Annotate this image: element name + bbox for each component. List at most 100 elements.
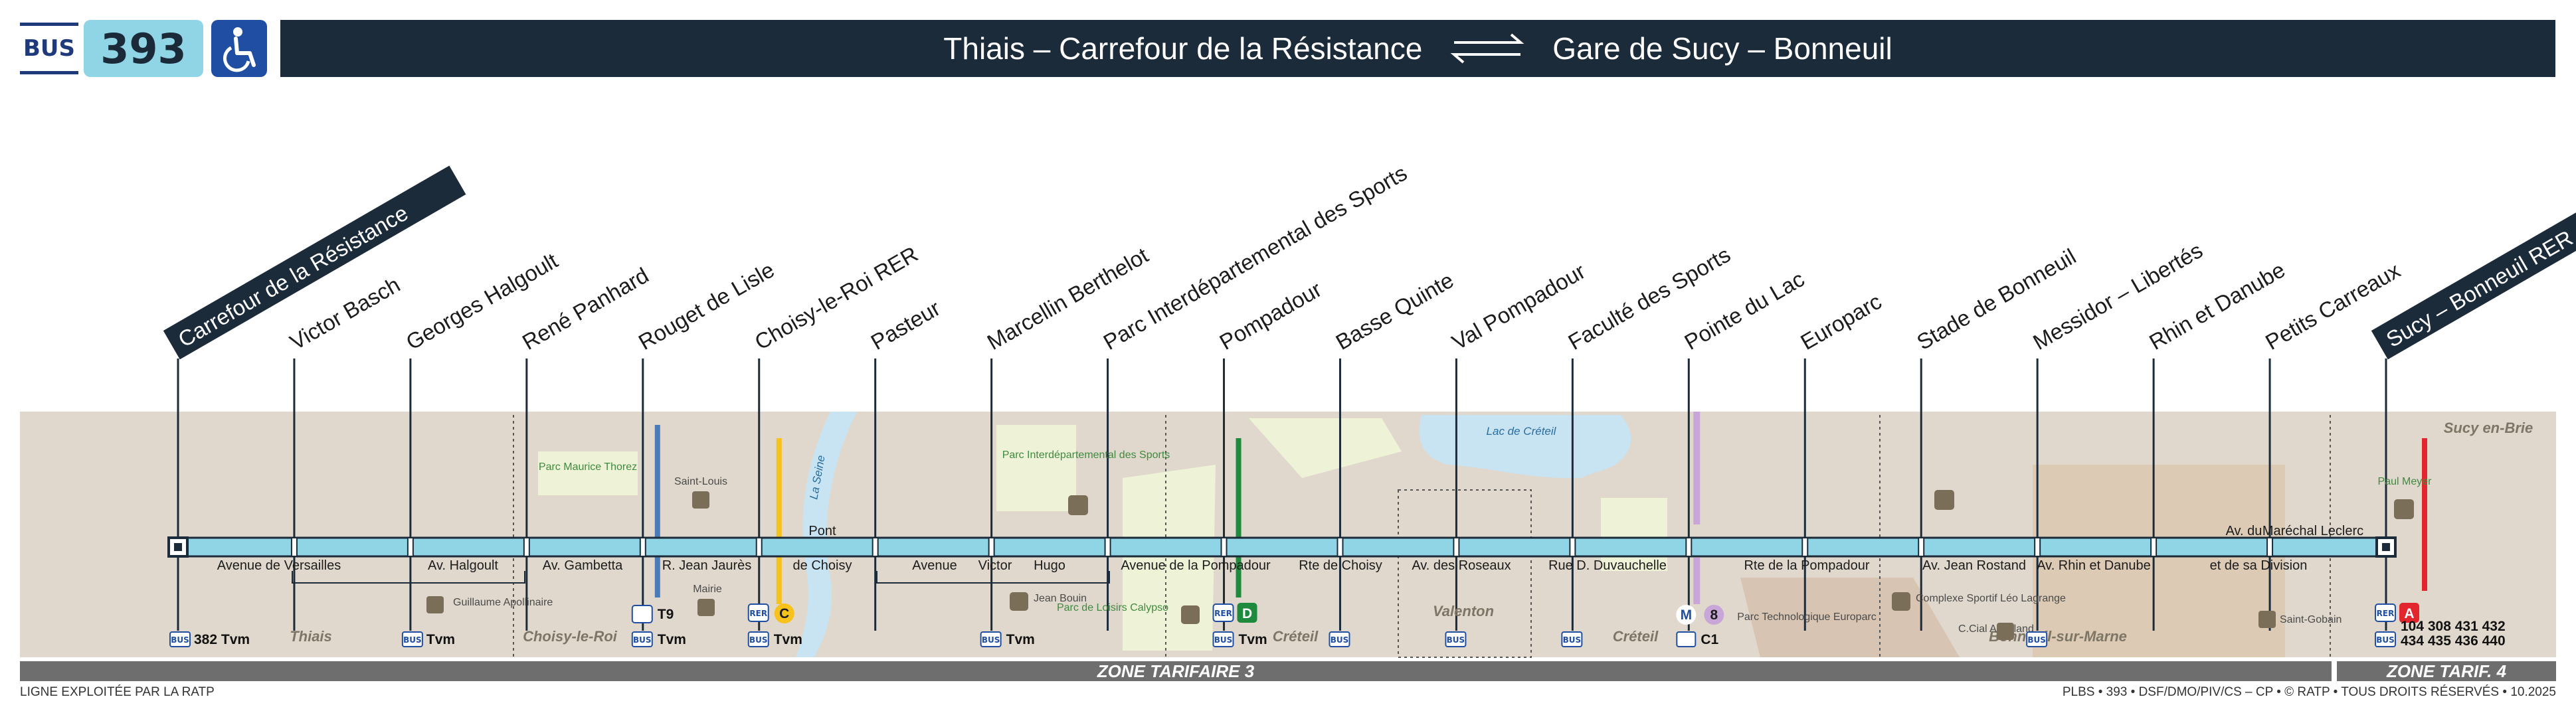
hospital-icon bbox=[692, 491, 709, 509]
rer-a-icon bbox=[2399, 603, 2419, 623]
bus-badge-text: BUS bbox=[1331, 635, 1349, 645]
street-label: Rue D. Duvauchelle bbox=[1548, 558, 1667, 573]
stop-marker bbox=[1336, 537, 1344, 557]
street-label: Av. du bbox=[2226, 524, 2262, 538]
connection-line bbox=[1693, 412, 1701, 524]
place-labels: Parc Maurice Thorez Saint-Louis Guillaum… bbox=[426, 425, 2432, 640]
rer-badge bbox=[747, 603, 769, 622]
stop-marker bbox=[1801, 537, 1809, 557]
street-label: Av. Halgoult bbox=[428, 558, 498, 573]
connection-bus-lines: Tvm bbox=[1006, 632, 1035, 647]
stadium-icon bbox=[1181, 605, 1200, 624]
metro-8-icon-text: 8 bbox=[1710, 607, 1718, 623]
place-label: Complexe Sportif Léo Lagrange bbox=[1916, 593, 2066, 604]
terminus-label-box bbox=[2371, 208, 2576, 360]
bus-badge bbox=[1329, 631, 1350, 647]
place-label: Jean Bouin bbox=[1034, 593, 1087, 604]
street-bracket bbox=[876, 571, 1110, 584]
stop-marker bbox=[407, 537, 414, 557]
town-label: Choisy-le-Roi bbox=[523, 628, 618, 645]
stop-label: Basse Quinte bbox=[1331, 268, 1457, 355]
stop-marker bbox=[2266, 537, 2274, 557]
bus-track-bar bbox=[171, 536, 2393, 558]
connection-bus-lines: Tvm bbox=[1239, 632, 1267, 647]
town-label: Sucy en-Brie bbox=[2444, 420, 2533, 436]
place-label: C.Cial Achaland bbox=[1958, 623, 2034, 635]
sports-icon bbox=[1934, 490, 1954, 510]
stadium-icon bbox=[2394, 499, 2414, 519]
bus-badge-text: BUS bbox=[1214, 635, 1233, 645]
street-label: Av. Gambetta bbox=[543, 558, 623, 573]
rer-a-icon-text: A bbox=[2404, 606, 2414, 621]
street-label: Av. des Roseaux bbox=[1412, 558, 1511, 573]
shopping-icon bbox=[1997, 623, 2014, 640]
place-label: Parc de Loisirs Calypso bbox=[1057, 602, 1168, 613]
bus-badge bbox=[401, 631, 423, 647]
rer-c-icon-text: C bbox=[779, 606, 789, 621]
bus-track bbox=[167, 536, 2397, 584]
connection-bus-lines: 104 308 431 432 bbox=[2401, 619, 2506, 634]
rer-badge bbox=[1212, 603, 1234, 622]
town-label: Créteil bbox=[1613, 628, 1659, 645]
map-features bbox=[513, 412, 2331, 658]
copyright-note: PLBS • 393 • DSF/DMO/PIV/CS – CP • © RAT… bbox=[2062, 685, 2556, 699]
stop-marker bbox=[988, 537, 995, 557]
line-number-badge: 393 bbox=[84, 20, 203, 77]
street-label: Pont bbox=[808, 524, 836, 538]
place-label: Parc Interdépartemental des Sports bbox=[1002, 449, 1170, 461]
rer-badge-text: RER bbox=[749, 609, 767, 618]
bus-badge-text: BUS bbox=[1563, 635, 1582, 645]
two-way-arrows-icon bbox=[1447, 32, 1527, 65]
stop-marker bbox=[290, 537, 298, 557]
street-label: Av. Rhin et Danube bbox=[2037, 558, 2151, 573]
bus-badge bbox=[2375, 631, 2396, 647]
bus-badge bbox=[1561, 631, 1583, 647]
connection-line bbox=[776, 438, 782, 604]
connection-line bbox=[1236, 438, 1242, 598]
terminus-square-core bbox=[174, 543, 182, 551]
stop-marker bbox=[755, 537, 763, 557]
stop-marker bbox=[1104, 537, 1111, 557]
connection-bus-lines: 434 435 436 440 bbox=[2401, 633, 2506, 649]
metro-8-icon bbox=[1704, 605, 1724, 625]
stop-marker bbox=[1918, 537, 1925, 557]
fare-zone-3-bar: ZONE TARIFAIRE 3 bbox=[20, 661, 2332, 681]
street-label: Rte de Choisy bbox=[1299, 558, 1382, 573]
bus-badge bbox=[980, 631, 1002, 647]
fare-zone-4-bar: ZONE TARIF. 4 bbox=[2337, 661, 2556, 681]
place-label: Guillaume Apollinaire bbox=[453, 597, 553, 608]
school-icon bbox=[426, 596, 444, 613]
rer-badge-text: RER bbox=[1214, 609, 1232, 618]
terminus-square-core bbox=[2382, 543, 2390, 551]
stop-marker bbox=[523, 537, 530, 557]
stop-marker bbox=[639, 537, 646, 557]
bus-badge-text: BUS bbox=[1447, 635, 1465, 645]
stop-marker bbox=[1453, 537, 1460, 557]
connection-bus-lines: Tvm bbox=[426, 632, 455, 647]
street-label: Rte de la Pompadour bbox=[1744, 558, 1869, 573]
street-label: R. Jean Jaurès bbox=[662, 558, 752, 573]
rer-badge bbox=[2375, 603, 2396, 622]
bus-badge bbox=[1445, 631, 1467, 647]
street-label: Avenue bbox=[912, 558, 957, 573]
town-label: Créteil bbox=[1273, 628, 1319, 645]
street-label: Avenue de Versailles bbox=[217, 558, 341, 573]
street-bracket bbox=[292, 571, 525, 584]
place-label: Paul Meyer bbox=[2378, 476, 2433, 487]
stop-marker bbox=[1685, 537, 1693, 557]
route-title-bar: Thiais – Carrefour de la Résistance Gare… bbox=[280, 20, 2555, 77]
bus-badge bbox=[1212, 631, 1234, 647]
connection-lines bbox=[654, 412, 2427, 604]
stop-marker bbox=[2150, 537, 2158, 557]
stadium-icon bbox=[1010, 592, 1028, 611]
connection-line bbox=[2422, 438, 2427, 591]
terminus-name: Sucy – Bonneuil RER bbox=[2382, 225, 2576, 352]
street-label: Victor bbox=[978, 558, 1012, 573]
bus-badge-text: BUS bbox=[2376, 635, 2395, 645]
wheelchair-icon bbox=[211, 20, 267, 77]
bus-badge-text: BUS bbox=[403, 635, 422, 645]
place-label: Mairie bbox=[693, 584, 722, 595]
bus-badge-text: BUS bbox=[749, 635, 768, 645]
